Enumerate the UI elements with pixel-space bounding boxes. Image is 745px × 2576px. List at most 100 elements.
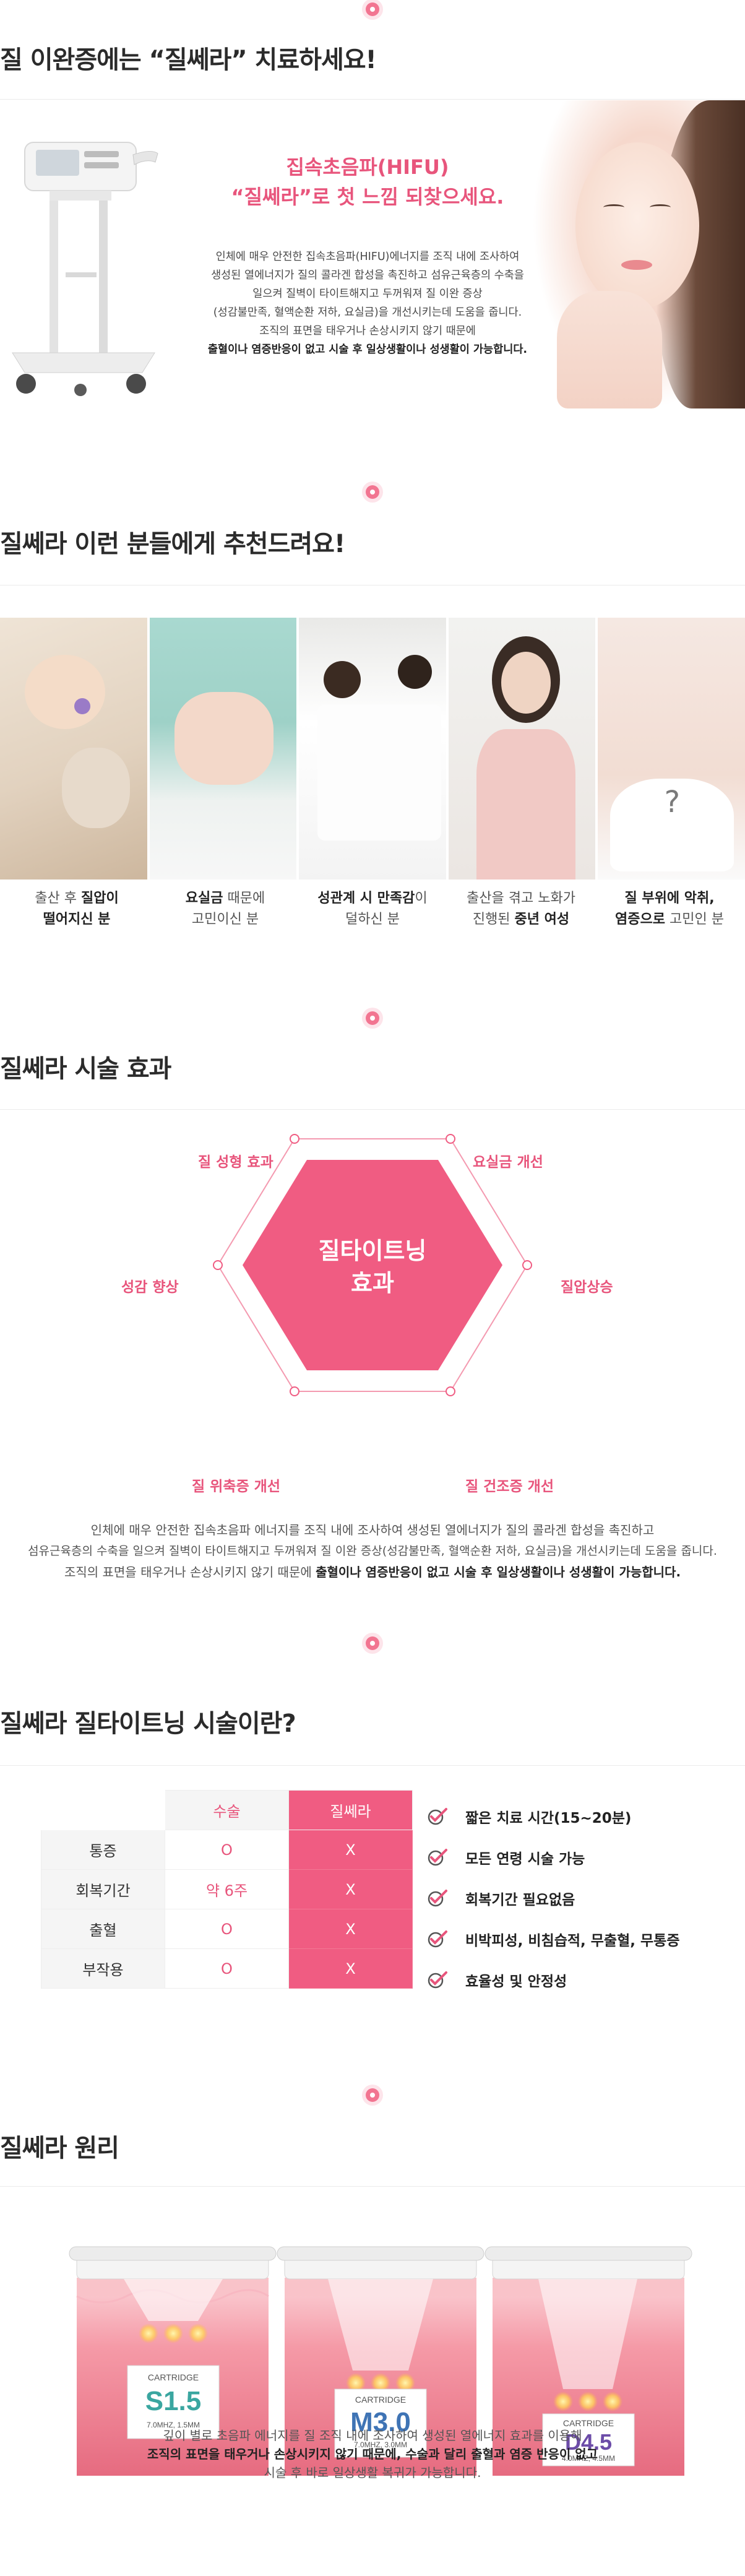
node-dot: [290, 1386, 299, 1396]
center-label: 질타이트닝: [319, 1238, 427, 1264]
table-corner: [41, 1791, 165, 1830]
cartridge-label: CARTRIDGE: [355, 2395, 406, 2405]
divider: [0, 1765, 745, 1766]
table-row: 출혈 O X: [41, 1909, 413, 1949]
body-line: 섬유근육층의 수축을 일으켜 질벽이 타이트해지고 두꺼워져 질 이완 증상(성…: [28, 1544, 717, 1558]
eye-shape: [603, 204, 624, 210]
cell-zilsera: X: [288, 1909, 413, 1949]
center-label: 효과: [351, 1271, 394, 1297]
cell-zilsera: X: [288, 1948, 413, 1989]
label-top-right: 요실금 개선: [473, 1154, 543, 1170]
benefit-text: 모든 연령 시술 가능: [465, 1851, 585, 1867]
body-line: 깊이 별로 초음파 에너지를 질 조직 내에 조사하여 생성된 열에너지 효과를…: [163, 2428, 582, 2443]
photo-middleaged-woman: [448, 618, 596, 880]
divider: [0, 99, 745, 100]
row-label: 통증: [41, 1830, 165, 1870]
body-line: 생성된 열에너지가 질의 콜라겐 합성을 촉진하고 섬유근육층의 수축을: [211, 269, 524, 282]
section-dot-icon: [366, 2088, 379, 2102]
node-dot: [290, 1134, 299, 1144]
cell-surgery: O: [165, 1830, 289, 1870]
list-item: 효율성 및 안정성: [427, 1960, 679, 2000]
row-label: 출혈: [41, 1909, 165, 1949]
label-bottom-right: 질 건조증 개선: [465, 1479, 554, 1495]
body-line: 조직의 표면을 태우거나 손상시키지 않기 때문에: [259, 325, 476, 337]
body-line: (성감불만족, 혈액순환 저하, 요실금)을 개선시키는데 도움을 줍니다.: [213, 306, 522, 319]
benefit-text: 짧은 치료 시간(15~20분): [465, 1810, 632, 1826]
cartridge-panel-m30: [284, 2256, 477, 2476]
intro-title: 질 이완증에는 “질쎄라” 치료하세요!: [0, 46, 377, 74]
column-header-surgery: 수술: [165, 1790, 289, 1830]
model-face-shape: [575, 142, 699, 309]
effect-section: 질쎄라 시술 효과 질타이트닝 효과 질 성형 효과 요실금 개선 성감 향상 …: [0, 1009, 745, 1609]
list-item: 회복기간 필요없음: [427, 1878, 679, 1919]
caption-incontinence: 요실금 때문에 고민이신 분: [185, 891, 265, 927]
label-top-left: 질 성형 효과: [198, 1154, 273, 1170]
photo-odor: ?: [598, 618, 745, 880]
cell-surgery: O: [165, 1948, 289, 1989]
body-line-strong: 출혈이나 염증반응이 없고 시술 후 일상생활이나 성생활이 가능합니다.: [207, 344, 528, 356]
label-left: 성감 향상: [121, 1279, 179, 1295]
list-item: 비박피성, 비침습적, 무출혈, 무통증: [427, 1919, 679, 1960]
subtitle-line: “질쎄라”로 첫 느낌 되찾으세요.: [231, 185, 504, 209]
cartridge-label: CARTRIDGE: [148, 2372, 199, 2382]
body-line-strong: 조직의 표면을 태우거나 손상시키지 않기 때문에, 수술과 달리 출혈과 염증…: [147, 2447, 598, 2461]
section-dot-icon: [366, 1636, 379, 1650]
body-line: 조직의 표면을 태우거나 손상시키지 않기 때문에 출혈이나 염증반응이 없고 …: [64, 1565, 681, 1580]
body-line: 인체에 매우 안전한 집속초음파(HIFU)에너지를 조직 내에 조사하여: [215, 251, 520, 263]
cartridge-spec: 7.0MHZ, 1.5MM: [147, 2421, 200, 2429]
comparison-section: 질쎄라 질타이트닝 시술이란? 수술 질쎄라 통증 O X 회복기간 약 6주 …: [0, 1634, 745, 2067]
row-label: 회복기간: [41, 1869, 165, 1909]
label-bottom-left: 질 위축증 개선: [192, 1479, 280, 1495]
intro-body: 인체에 매우 안전한 집속초음파(HIFU)에너지를 조직 내에 조사하여 생성…: [177, 248, 558, 359]
photo-baby: [0, 618, 147, 880]
section-dot-icon: [366, 485, 379, 499]
caption-baby: 출산 후 질압이 떨어지신 분: [35, 891, 119, 927]
benefit-list: 짧은 치료 시간(15~20분) 모든 연령 시술 가능 회복기간 필요없음 비…: [427, 1796, 679, 2000]
node-dot: [213, 1260, 223, 1270]
caption-middleaged: 출산을 겪고 노화가 진행된 중년 여성: [467, 891, 575, 927]
hand-shape: [557, 291, 662, 408]
divider: [0, 1109, 745, 1110]
principle-title: 질쎄라 원리: [0, 2134, 119, 2163]
photo-incontinence: [149, 618, 297, 880]
eye-shape: [650, 204, 671, 210]
cell-zilsera: X: [288, 1869, 413, 1909]
check-icon: [428, 1890, 447, 1907]
body-line: 인체에 매우 안전한 집속초음파 에너지를 조직 내에 조사하여 생성된 열에너…: [90, 1523, 655, 1537]
cartridge-spec: 4.0MHZ, 4.5MM: [562, 2454, 615, 2463]
intro-section: 질 이완증에는 “질쎄라” 치료하세요! 집속초음파(HIFU) “질쎄라”로 …: [0, 0, 745, 427]
comparison-table: 수술 질쎄라 통증 O X 회복기간 약 6주 X 출혈 O X 부작용 O X: [41, 1790, 413, 1989]
node-dot: [446, 1134, 455, 1144]
check-icon: [428, 1971, 447, 1989]
benefit-text: 회복기간 필요없음: [465, 1892, 575, 1908]
intro-subtitle: 집속초음파(HIFU) “질쎄라”로 첫 느낌 되찾으세요.: [183, 152, 552, 212]
list-item: 짧은 치료 시간(15~20분): [427, 1796, 679, 1837]
caption-odor: 질 부위에 악취, 염증으로 고민인 분: [615, 891, 724, 927]
comparison-title: 질쎄라 질타이트닝 시술이란?: [0, 1709, 296, 1738]
lip-shape: [621, 260, 652, 270]
node-dot: [522, 1260, 532, 1270]
section-dot-icon: [366, 1011, 379, 1025]
photo-couple: [299, 618, 446, 880]
probe-shape: [277, 2246, 484, 2261]
effect-hexagon-diagram: 질타이트닝 효과: [213, 1134, 532, 1396]
recommend-section: 질쎄라 이런 분들에게 추천드려요! ?: [0, 483, 745, 990]
label-right: 질압상승: [561, 1279, 613, 1295]
table-row: 통증 O X: [41, 1830, 413, 1870]
cartridge-label: CARTRIDGE: [563, 2418, 614, 2428]
probe-shape: [69, 2246, 277, 2261]
check-icon: [428, 1930, 447, 1948]
hifu-device-image: [12, 142, 158, 396]
cell-surgery: 약 6주: [165, 1869, 289, 1909]
inner-hexagon: [243, 1160, 502, 1370]
principle-section: 질쎄라 원리: [0, 2080, 745, 2576]
body-line: 시술 후 바로 일상생활 복귀가 가능합니다.: [264, 2465, 481, 2480]
subtitle-line: 집속초음파(HIFU): [286, 155, 449, 179]
node-dot: [446, 1386, 455, 1396]
cartridge-spec: 7.0MHZ, 3.0MM: [354, 2440, 407, 2449]
benefit-text: 비박피성, 비침습적, 무출혈, 무통증: [465, 1933, 680, 1949]
recommend-title: 질쎄라 이런 분들에게 추천드려요!: [0, 530, 345, 558]
divider: [0, 2186, 745, 2187]
check-icon: [428, 1849, 447, 1866]
effect-body: 인체에 매우 안전한 집속초음파 에너지를 조직 내에 조사하여 생성된 열에너…: [12, 1519, 733, 1583]
